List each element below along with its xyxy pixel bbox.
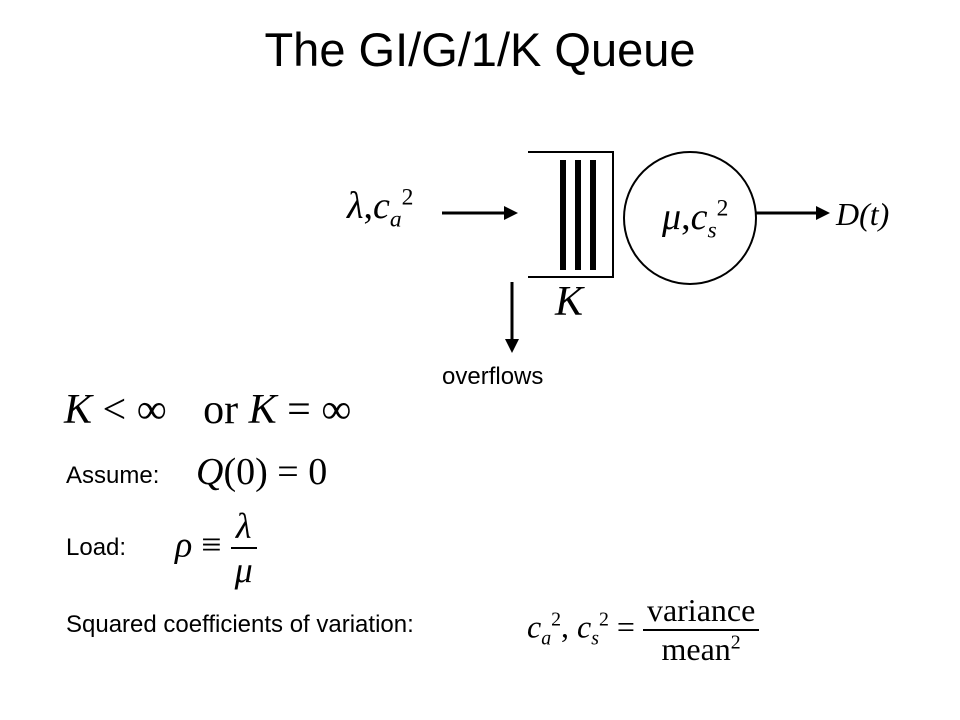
arrival-arrow	[442, 206, 518, 220]
load-fraction: λ μ	[230, 505, 257, 591]
buffer-slot	[590, 160, 596, 270]
scv-fraction: variance mean2	[642, 592, 760, 668]
buffer-slot	[560, 160, 566, 270]
service-parameters: μ,cs2	[662, 195, 729, 244]
departure-arrow	[756, 206, 830, 220]
buffer-slots	[560, 160, 596, 270]
overflows-label: overflows	[442, 363, 544, 390]
scv-equation: ca2, cs2 = variance mean2	[527, 592, 760, 668]
slide-title: The GI/G/1/K Queue	[264, 23, 696, 76]
buffer-slot	[575, 160, 581, 270]
departure-label: D(t)	[836, 196, 890, 232]
arrival-parameters: λ,ca2	[347, 184, 414, 233]
overflow-arrow	[505, 282, 519, 353]
load-equation: ρ ≡ λ μ	[175, 505, 257, 591]
assume-label: Assume:	[66, 462, 160, 489]
assume-equation: Q(0) = 0	[196, 451, 328, 493]
capacity-options-equation: K < ∞ or K = ∞	[64, 387, 352, 433]
load-label: Load:	[66, 534, 127, 561]
scv-label: Squared coefficients of variation:	[66, 611, 414, 638]
server-circle	[623, 151, 757, 285]
buffer-box	[528, 151, 614, 278]
capacity-label: K	[555, 279, 584, 325]
